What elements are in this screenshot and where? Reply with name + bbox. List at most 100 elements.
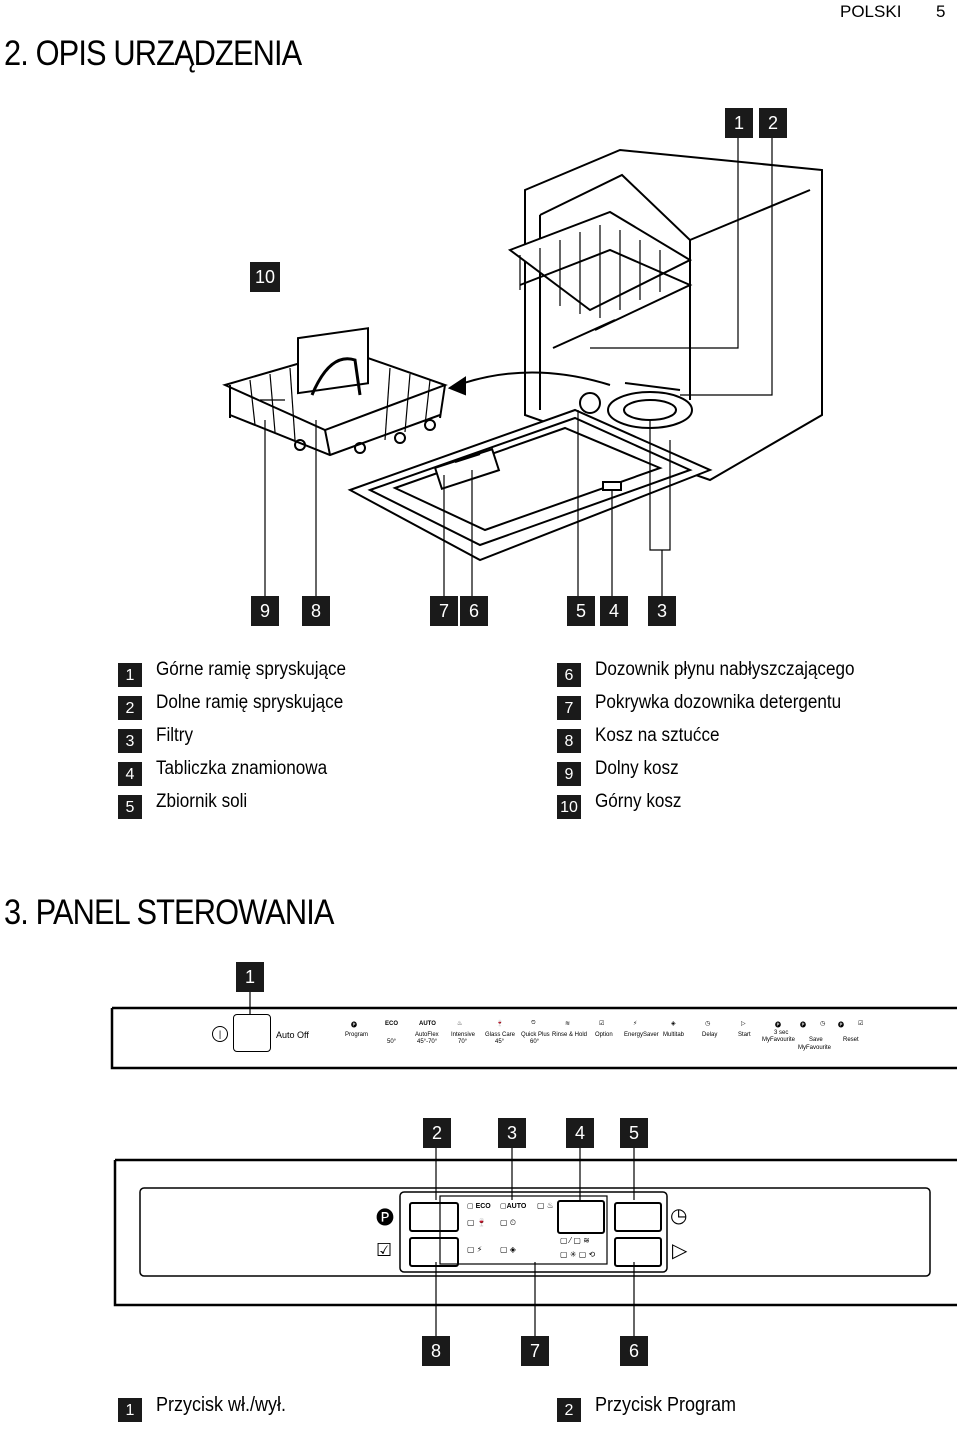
legend-number: 6 [557, 663, 581, 687]
reset-button[interactable] [614, 1237, 662, 1267]
delay-clock-icon-large: ◷ [670, 1205, 688, 1227]
legend-text: Dolny kosz [595, 758, 679, 779]
legend-text: Kosz na sztućce [595, 725, 720, 746]
panel-callout-1: 1 [236, 962, 264, 992]
favourite-labels: 🅟 🅟 ◷ 🅟 ☑ 3 sec MyFavourite Save MyFavou… [760, 1020, 960, 1060]
callout-1: 1 [725, 108, 753, 138]
program-button[interactable] [409, 1202, 459, 1232]
option-check-icon-large: ☑ [376, 1240, 393, 1260]
quick-icon: ⏲ [531, 1020, 536, 1026]
legend-number: 7 [557, 696, 581, 720]
callout-7: 7 [430, 596, 458, 626]
save-label: Save [809, 1037, 823, 1043]
header-language: POLSKI [840, 2, 902, 21]
rinse-hold-label: Rinse & Hold [552, 1032, 588, 1038]
program-label: Program [345, 1032, 369, 1038]
display-multitab-icon: ▢ ◈ [500, 1245, 516, 1254]
intensive-temp: 70° [458, 1039, 468, 1045]
program-icon: 🅟 [351, 1023, 358, 1029]
legend-text: Przycisk wł./wył. [156, 1394, 287, 1416]
quick-plus-label: Quick Plus [521, 1032, 550, 1038]
option-check-icon: ☑ [599, 1021, 605, 1027]
legend-text: Filtry [156, 725, 194, 746]
legend-number: 4 [118, 762, 142, 786]
start-play-icon: ▷ [741, 1021, 746, 1027]
three-sec-label: 3 sec [774, 1030, 789, 1036]
legend-number: 10 [557, 795, 581, 819]
option-button[interactable] [409, 1237, 459, 1267]
glass-care-temp: 45° [495, 1039, 505, 1045]
display-salt-icon: ▢ ✳ ▢ ⟲ [560, 1250, 596, 1259]
my-favourite-label: MyFavourite [762, 1037, 796, 1043]
legend-text: Dolne ramię spryskujące [156, 692, 344, 713]
delay-button[interactable] [557, 1200, 605, 1234]
legend-text: Pokrywka dozownika detergentu [595, 692, 842, 713]
eco-text: ECO [475, 1203, 491, 1210]
panel-callout-6: 6 [620, 1336, 648, 1366]
favourite-program-icon: 🅟 [775, 1023, 782, 1029]
legend-text: Dozownik płynu nabłyszczającego [595, 659, 855, 680]
panel-callout-8: 8 [422, 1336, 450, 1366]
dishwasher-illustration [222, 135, 823, 596]
eco-temp: 50° [387, 1039, 397, 1045]
callout-4: 4 [600, 596, 628, 626]
quick-plus-temp: 60° [530, 1039, 540, 1045]
legend-number: 5 [118, 795, 142, 819]
option-label: Option [595, 1032, 613, 1038]
eco-icon: ECO [385, 1021, 399, 1027]
energy-saver-label: EnergySaver [624, 1032, 659, 1038]
delay-label: Delay [702, 1032, 718, 1038]
display-energy-icon: ▢ ⚡ [467, 1245, 483, 1254]
reset-label: Reset [843, 1037, 859, 1043]
legend-number: 2 [118, 696, 142, 720]
rinse-icon: ≋ [565, 1021, 571, 1027]
callout-6: 6 [460, 596, 488, 626]
display-rinse-aid-icon: ▢ ⁄ ▢ ≋ [560, 1236, 590, 1245]
legend-number: 2 [557, 1398, 581, 1422]
legend-number: 3 [118, 729, 142, 753]
favourite-program-icon-2: 🅟 [800, 1023, 807, 1029]
program-p-icon: 🅟 [376, 1208, 394, 1228]
start-label: Start [738, 1032, 751, 1038]
legend-text: Przycisk Program [595, 1394, 737, 1416]
autoflex-label: AutoFlex [415, 1032, 439, 1038]
glass-care-label: Glass Care [485, 1032, 516, 1038]
start-button[interactable] [614, 1202, 662, 1232]
legend-text: Zbiornik soli [156, 791, 248, 812]
autoflex-temp: 45°-70° [417, 1039, 438, 1045]
auto-icon: AUTO [419, 1021, 436, 1027]
intensive-label: Intensive [451, 1032, 476, 1038]
panel-callout-5: 5 [620, 1118, 648, 1148]
energy-saver-icon: ⚡ [633, 1021, 638, 1027]
favourite-check-icon: ☑ [858, 1021, 864, 1027]
panel-callout-7: 7 [521, 1336, 549, 1366]
legend-text: Górny kosz [595, 791, 682, 812]
display-quick-icon: ▢ ⏲ [500, 1218, 517, 1227]
panel-callout-3: 3 [498, 1118, 526, 1148]
panel-callout-2: 2 [423, 1118, 451, 1148]
program-labels: 🅟 Program ECO 50° AUTO AutoFlex 45°-70° … [345, 1020, 785, 1060]
legend-number: 1 [118, 1398, 142, 1422]
on-off-button[interactable] [233, 1014, 271, 1052]
display-pot-icon: ▢ ♨ [537, 1201, 554, 1210]
auto-text: AUTO [506, 1203, 527, 1210]
legend-number: 9 [557, 762, 581, 786]
legend-number: 8 [557, 729, 581, 753]
favourite-clock-icon: ◷ [820, 1021, 826, 1027]
multitab-label: Multitab [663, 1032, 685, 1038]
callout-10: 10 [250, 262, 280, 292]
start-play-icon-large: ▷ [672, 1240, 688, 1262]
callout-5: 5 [567, 596, 595, 626]
glass-icon: 🍷 [496, 1021, 504, 1027]
panel-callout-4: 4 [566, 1118, 594, 1148]
pot-icon: ♨ [457, 1021, 463, 1027]
legend-text: Tabliczka znamionowa [156, 758, 328, 779]
section-title-device-description: 2. OPIS URZĄDZENIA [4, 34, 302, 73]
display-glass-icon: ▢ 🍷 [467, 1218, 487, 1227]
callout-2: 2 [759, 108, 787, 138]
legend-text: Górne ramię spryskujące [156, 659, 347, 680]
section-title-control-panel: 3. PANEL STEROWANIA [4, 893, 334, 932]
display-auto-label: ▢AUTO [500, 1203, 527, 1210]
save-my-favourite-label: MyFavourite [798, 1045, 832, 1051]
callout-9: 9 [251, 596, 279, 626]
